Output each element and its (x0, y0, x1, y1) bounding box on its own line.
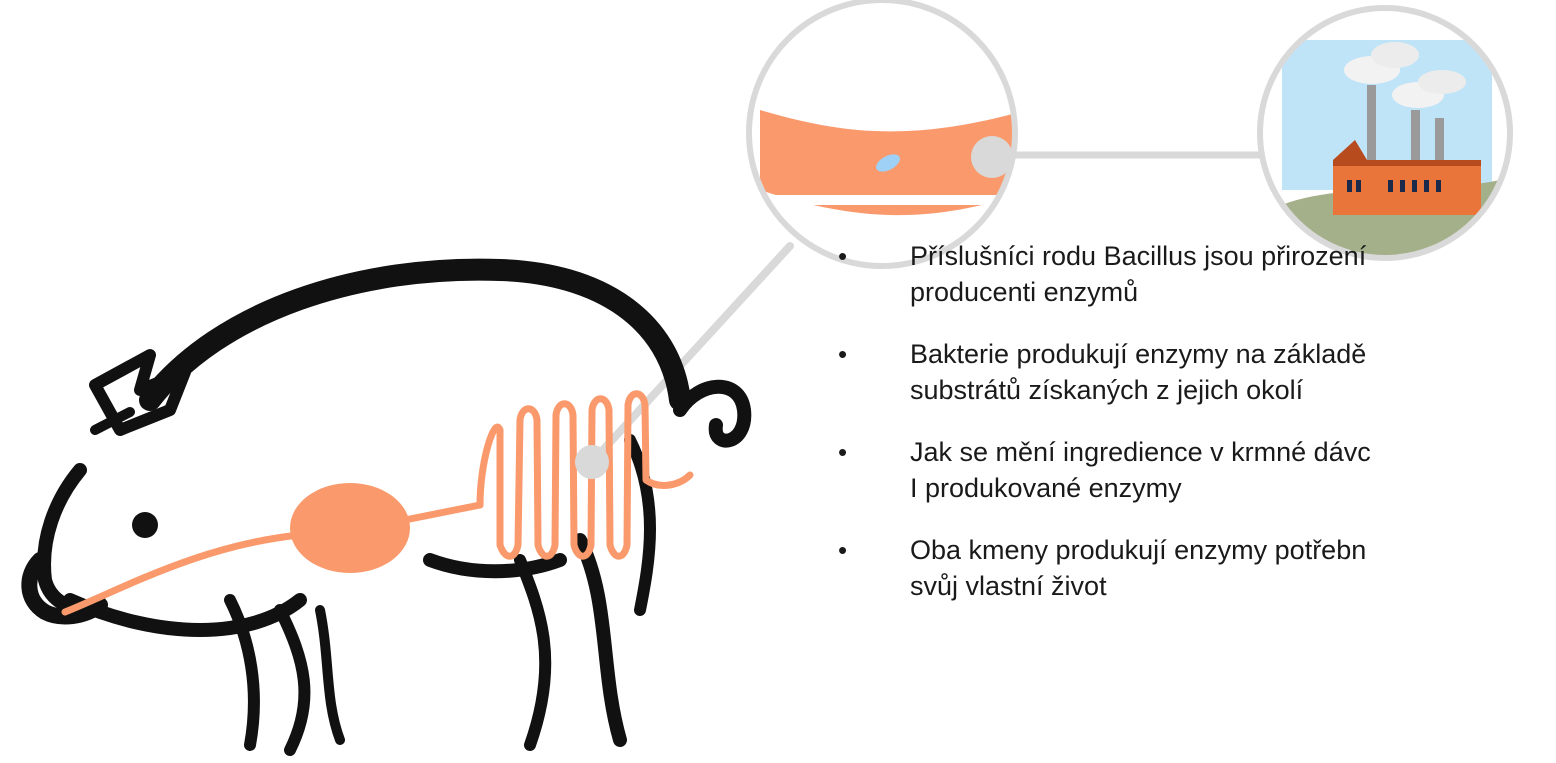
bullet-line: svůj vlastní život (910, 568, 1556, 604)
intestine-magnifier-icon (749, 0, 1020, 266)
zoom-connector-line (592, 246, 790, 462)
bullet-dot-icon: • (838, 434, 847, 470)
bullet-item: • Jak se mění ingredience v krmné dávc I… (838, 434, 1556, 506)
bullet-line: Jak se mění ingredience v krmné dávc (910, 434, 1556, 470)
bullet-item: • Oba kmeny produkují enzymy potřebn svů… (838, 532, 1556, 604)
bullet-line: producenti enzymů (910, 274, 1556, 310)
bullet-dot-icon: • (838, 336, 847, 372)
zoom-anchor-dot (575, 445, 609, 479)
stomach (290, 483, 410, 573)
bullet-dot-icon: • (838, 238, 847, 274)
bullet-item: • Příslušníci rodu Bacillus jsou přiroze… (838, 238, 1556, 310)
bullet-line: Oba kmeny produkují enzymy potřebn (910, 532, 1556, 568)
bullet-item: • Bakterie produkují enzymy na základě s… (838, 336, 1556, 408)
bullet-line: I produkované enzymy (910, 470, 1556, 506)
bullet-list: • Příslušníci rodu Bacillus jsou přiroze… (838, 238, 1556, 630)
bacterium-highlight-dot (971, 136, 1013, 178)
pig-eye (132, 512, 158, 538)
bullet-line: substrátů získaných z jejich okolí (910, 372, 1556, 408)
bullet-line: Příslušníci rodu Bacillus jsou přirození (910, 238, 1556, 274)
factory-icon (1260, 8, 1510, 270)
bullet-line: Bakterie produkují enzymy na základě (910, 336, 1556, 372)
bullet-dot-icon: • (838, 532, 847, 568)
